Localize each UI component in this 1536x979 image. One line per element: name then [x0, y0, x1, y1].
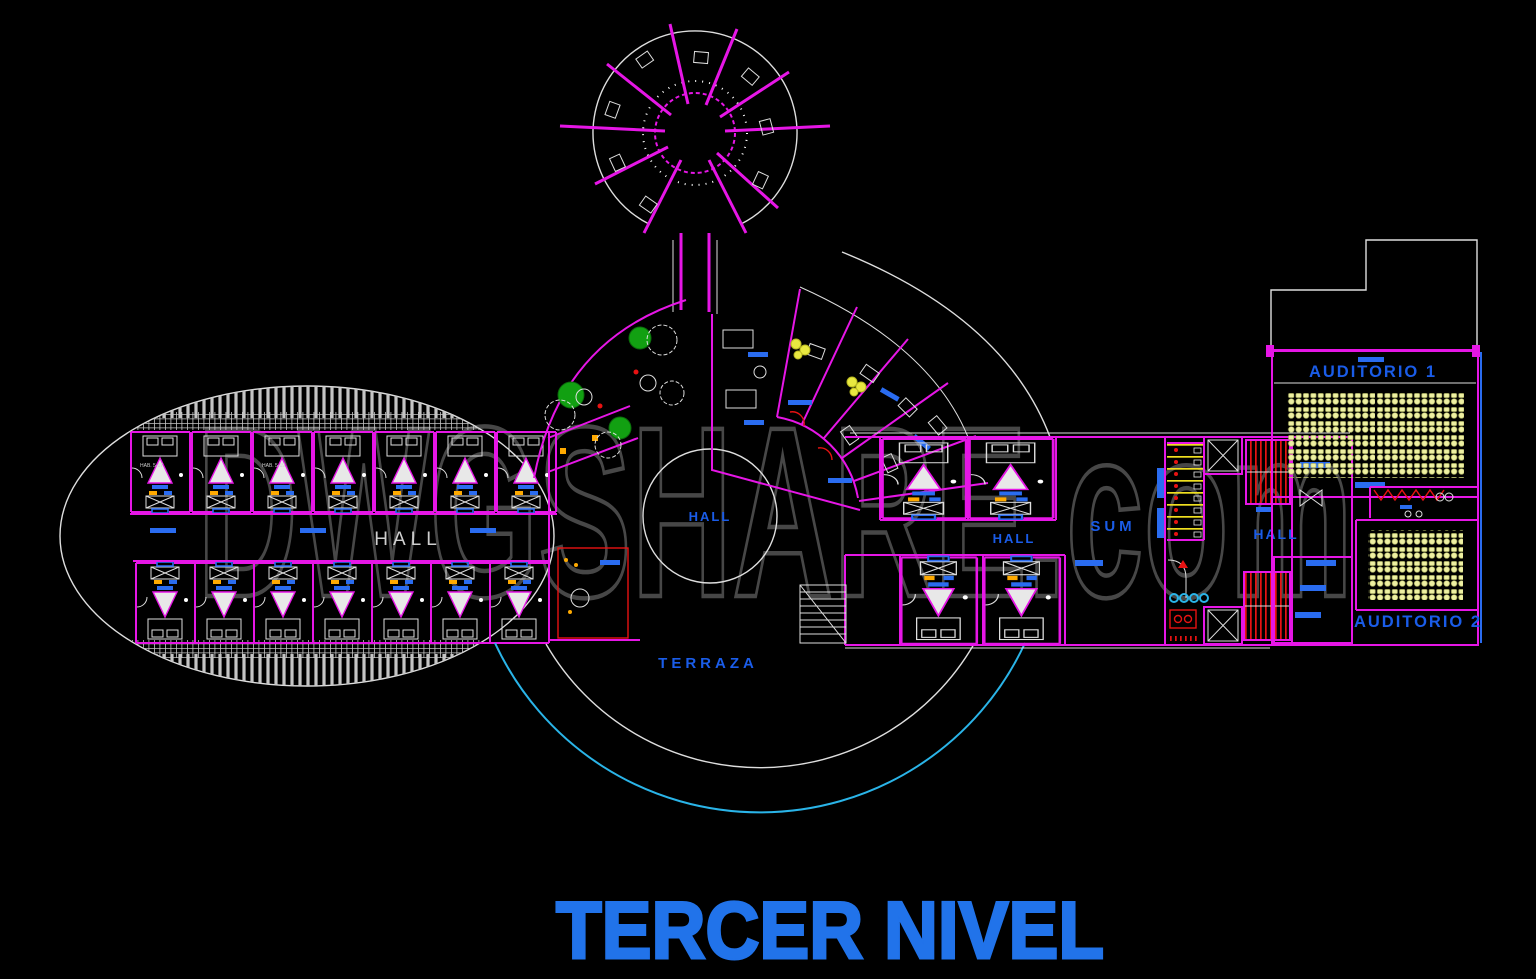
sum-label: SUM: [1090, 518, 1135, 535]
stairs-bottom: [1243, 571, 1291, 641]
top-rotunda: [559, 23, 831, 234]
central-hall: HALL TERRAZA: [494, 251, 1051, 814]
bathroom-core: [1157, 442, 1205, 541]
stairs-top: [1245, 439, 1291, 505]
connector-stem: [672, 233, 718, 314]
kitchen-service: [1167, 559, 1209, 641]
hall-mid-label: HALL: [993, 531, 1036, 546]
aud2-side-room: [1273, 556, 1353, 644]
auditorio2-label: AUDITORIO 2: [1354, 613, 1482, 631]
sheet-title: TERCER NIVEL: [556, 886, 1104, 976]
decor-plants: [790, 338, 867, 397]
elevator-top: [1203, 436, 1243, 475]
hall-right-label: HALL: [1253, 526, 1298, 542]
step-outline-building: [1266, 239, 1480, 357]
terraza-label: TERRAZA: [658, 655, 758, 672]
hall-center-label: HALL: [689, 509, 732, 524]
hall-left-label: HALL: [374, 529, 442, 550]
auditorium-2: AUDITORIO 2: [1271, 486, 1482, 646]
auditorio1-label: AUDITORIO 1: [1309, 363, 1437, 381]
lounge-area: [544, 324, 685, 459]
room-label-1: HAB. 5-17: [140, 463, 163, 469]
service-room: [548, 432, 640, 641]
room-label-2: HAB. 5-19: [262, 463, 285, 469]
right-block: SUM HALL HALL: [799, 432, 1353, 649]
elevator-bottom: [1203, 606, 1243, 645]
auditorium-1: AUDITORIO 1: [1271, 349, 1482, 643]
aud2-bathrooms: [1369, 486, 1478, 518]
white-stair: [799, 584, 847, 644]
